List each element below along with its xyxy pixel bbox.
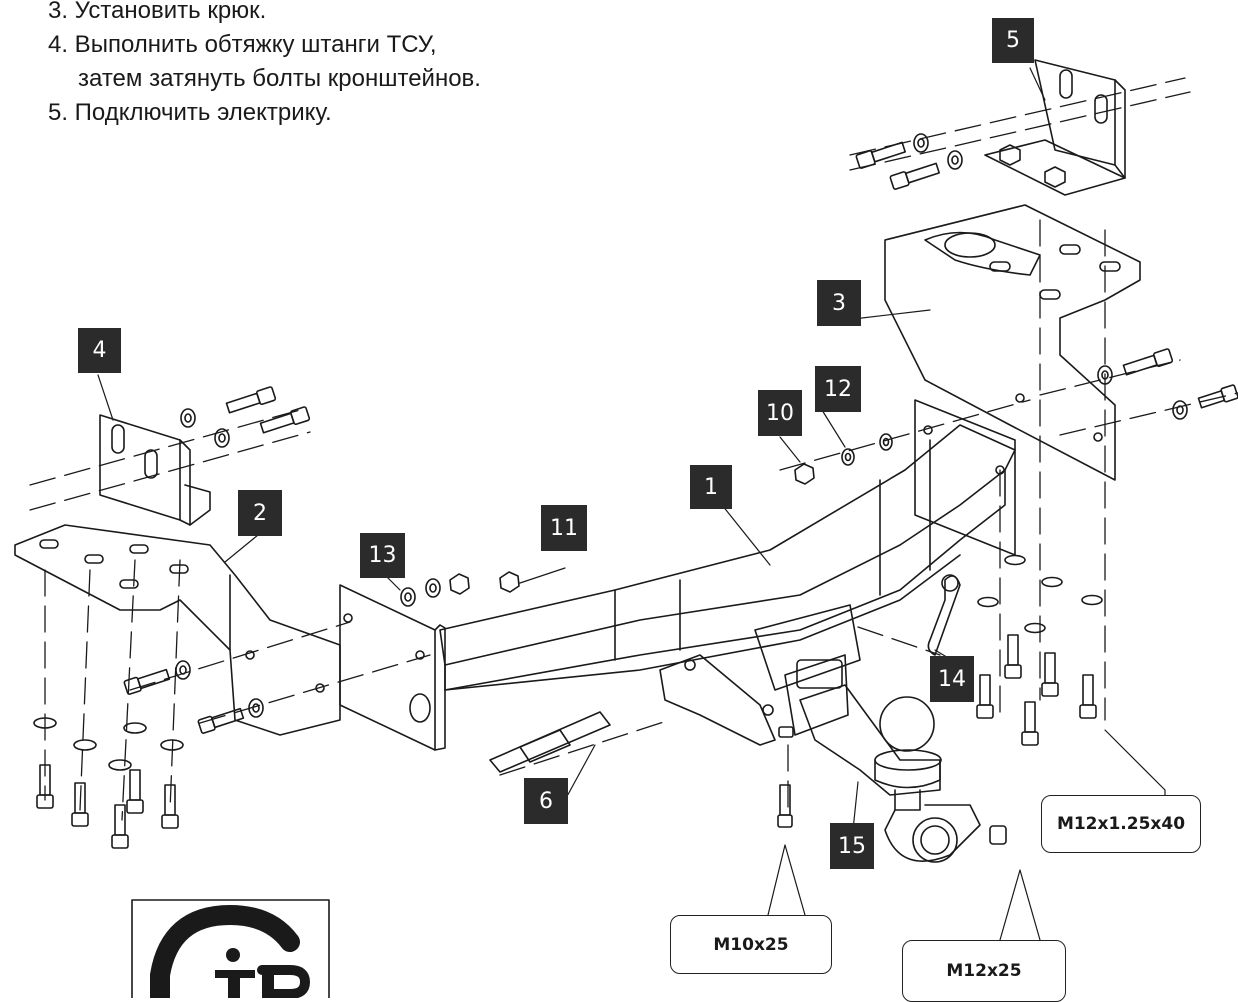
spec-m10x25: M10x25 (670, 915, 832, 974)
bolt-vertical (777, 784, 793, 828)
bolt-vertical (111, 804, 129, 849)
bolt-vertical (71, 782, 89, 827)
bracket-part-3 (884, 204, 1141, 481)
callout-12: 12 (815, 366, 861, 412)
bolt (123, 668, 171, 695)
callout-4: 4 (78, 328, 121, 373)
hitch-receiver (659, 604, 861, 746)
callout-1: 1 (690, 465, 732, 509)
bolt (1122, 348, 1174, 376)
bolt-vertical (1021, 701, 1039, 746)
bracket-part-2 (14, 524, 341, 736)
callout-2: 2 (238, 490, 282, 536)
bolt (855, 141, 906, 169)
bolt-vertical (1079, 674, 1097, 719)
spec-m12x1.25x40: M12x1.25x40 (1041, 795, 1201, 853)
callout-14: 14 (930, 656, 974, 702)
bolt-vertical (1041, 652, 1059, 697)
bolt-vertical (126, 769, 144, 814)
callout-3: 3 (817, 280, 861, 326)
bolt-vertical (36, 764, 54, 809)
certification-logo (131, 899, 330, 998)
bolt (259, 406, 311, 434)
bracket-part-5 (984, 59, 1126, 196)
instruction-step-3: 3. Установить крюк. (48, 0, 267, 24)
bolt (225, 386, 277, 414)
instruction-step-4-continued: затем затянуть болты кронштейнов. (78, 65, 481, 92)
callout-13: 13 (360, 533, 405, 578)
callout-5: 5 (992, 18, 1034, 63)
bolt-vertical (976, 674, 994, 719)
bolt (889, 162, 940, 190)
bracket-part-4 (99, 414, 211, 526)
safety-clip-part-14 (927, 574, 961, 656)
instruction-step-5: 5. Подключить электрику. (48, 99, 332, 126)
spec-m12x25: M12x25 (902, 940, 1066, 1002)
callout-10: 10 (758, 390, 802, 436)
hitch-pin-part-6 (489, 711, 611, 773)
callout-11: 11 (541, 505, 587, 551)
bolt (1197, 384, 1238, 409)
leader-lines (97, 67, 1166, 941)
bolt (197, 707, 245, 734)
bolt-vertical (161, 784, 179, 829)
callout-6: 6 (524, 778, 568, 824)
bolt-vertical (1004, 634, 1022, 679)
fastener-hardware (33, 133, 1238, 849)
callout-15: 15 (830, 823, 874, 869)
installation-instructions: 3. Установить крюк. 4. Выполнить обтяжку… (48, 0, 481, 130)
instruction-step-4: 4. Выполнить обтяжку штанги ТСУ, (48, 31, 437, 58)
ball-mount-part-15 (799, 684, 1007, 863)
